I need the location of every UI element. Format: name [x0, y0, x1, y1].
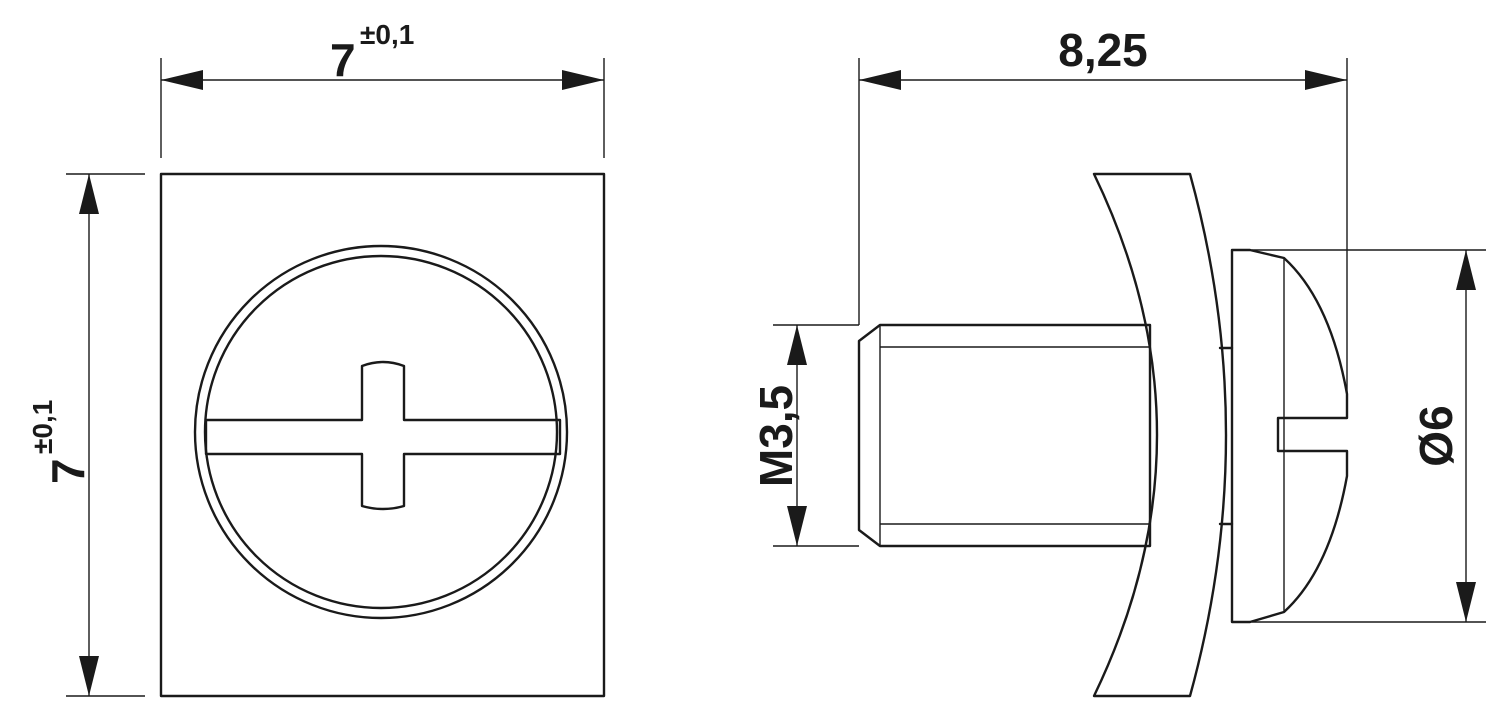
length-dimension: 8,25	[858, 24, 1348, 394]
arrowhead-right	[1305, 70, 1347, 90]
thread-dimension: M3,5	[750, 324, 859, 547]
diameter-dimension: Ø6	[1252, 249, 1486, 623]
arrowhead-top	[1456, 250, 1476, 290]
arrowhead-bottom	[1456, 582, 1476, 622]
front-width-dimension: 7 ±0,1	[160, 19, 605, 158]
arrowhead-left	[859, 70, 901, 90]
thread-shaft	[857, 323, 1152, 548]
arrowhead-bottom	[79, 656, 99, 696]
height-value: 7	[42, 458, 94, 484]
arrowhead-bottom	[787, 506, 807, 546]
height-tolerance: ±0,1	[27, 400, 58, 454]
combination-drive-slot	[204, 360, 562, 511]
thread-value: M3,5	[750, 385, 802, 487]
length-value: 8,25	[1058, 24, 1148, 76]
arrowhead-right	[562, 70, 604, 90]
screw-head-inner-circle	[203, 254, 559, 610]
arrowhead-left	[161, 70, 203, 90]
width-value: 7	[330, 34, 356, 86]
front-height-dimension: 7 ±0,1	[27, 173, 145, 697]
width-tolerance: ±0,1	[360, 19, 414, 50]
arrowhead-top	[787, 325, 807, 365]
pan-head	[1230, 248, 1349, 624]
square-clamp-outline	[159, 172, 606, 698]
diameter-value: Ø6	[1410, 405, 1462, 466]
screw-head-outer-circle	[193, 244, 569, 620]
side-view	[857, 172, 1349, 698]
arrowhead-top	[79, 174, 99, 214]
curved-clamp-washer	[1092, 172, 1228, 698]
front-view	[159, 172, 606, 698]
